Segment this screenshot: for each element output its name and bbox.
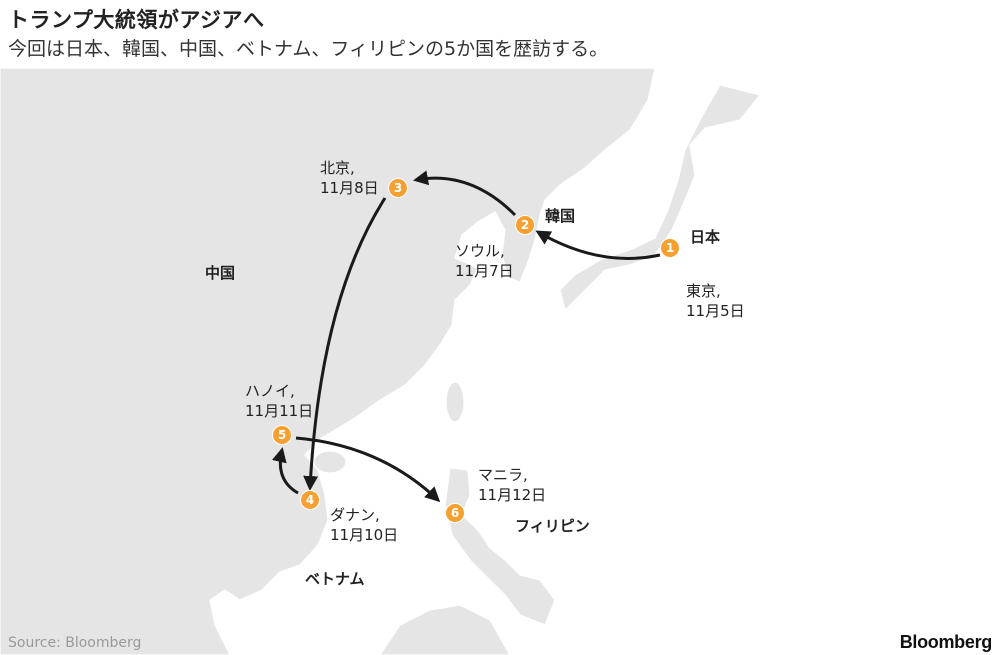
source-note: Source: Bloomberg	[8, 635, 142, 651]
stop-marker-1[interactable]: 1	[660, 238, 680, 258]
country-label-japan: 日本	[690, 228, 721, 246]
stop-label-beijing: 北京,11月8日	[320, 159, 379, 197]
land-hainan	[313, 450, 347, 474]
stop-label-seoul: ソウル,11月7日	[455, 242, 514, 280]
stop-marker-5[interactable]: 5	[272, 425, 292, 445]
map-canvas	[0, 68, 762, 655]
route-arrow-5-6	[295, 436, 441, 503]
land-taiwan	[445, 381, 465, 423]
map-subtitle: 今回は日本、韓国、中国、ベトナム、フィリピンの5か国を歴訪する。	[8, 38, 609, 60]
country-label-china: 中国	[205, 264, 236, 282]
route-arrow-1-2	[535, 230, 661, 260]
country-label-korea: 韓国	[545, 207, 576, 225]
stop-label-tokyo: 東京,11月5日	[686, 282, 745, 320]
land-mainland-asia	[0, 68, 656, 655]
land-borneo	[379, 604, 511, 655]
stop-label-danang: ダナン,11月10日	[330, 506, 399, 544]
country-label-vietnam: ベトナム	[305, 570, 365, 588]
stop-marker-3[interactable]: 3	[388, 178, 408, 198]
stop-label-manila: マニラ,11月12日	[478, 466, 547, 504]
map-title: トランプ大統領がアジアへ	[8, 8, 265, 32]
bloomberg-logo: Bloomberg	[899, 632, 993, 652]
stop-marker-4[interactable]: 4	[300, 490, 320, 510]
land-japan	[559, 84, 762, 312]
stop-label-hanoi: ハノイ,11月11日	[245, 382, 314, 420]
stop-marker-2[interactable]: 2	[515, 215, 535, 235]
route-arrow-4-5	[271, 447, 299, 495]
stop-marker-6[interactable]: 6	[445, 503, 465, 523]
country-label-philippines: フィリピン	[515, 517, 590, 535]
route-arrow-2-3	[413, 170, 517, 217]
